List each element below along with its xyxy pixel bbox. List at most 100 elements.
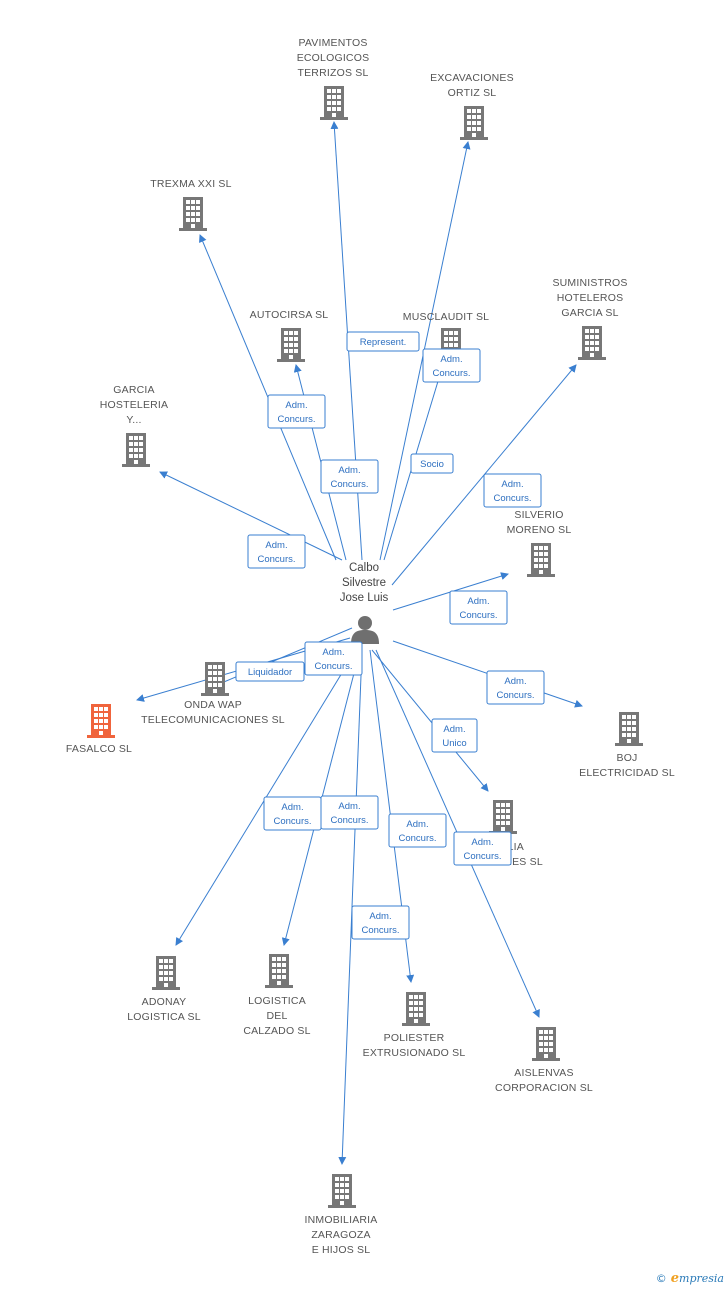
node-autocirsa[interactable]: AUTOCIRSA SL [250,309,329,362]
footer-brand[interactable]: ©empresia [656,1271,724,1286]
node-label-inmobiliaria-line: INMOBILIARIA [305,1214,378,1226]
node-label-pavimentos-line: ECOLOGICOS [297,52,370,64]
building-icon[interactable] [265,954,293,988]
building-icon[interactable] [152,956,180,990]
node-fasalco[interactable]: FASALCO SL [66,704,132,755]
building-icon[interactable] [320,86,348,120]
node-label-ondawap-line: TELECOMUNICACIONES SL [141,714,285,726]
edge-label-garcia[interactable]: Adm.Concurs. [247,534,306,569]
edge-role-text: Adm.Unico [442,724,466,749]
edge-label-inmobiliaria[interactable]: Adm.Concurs. [351,905,410,940]
edge-role-text: Adm.Concurs. [361,911,399,936]
person-icon[interactable] [351,616,379,644]
edge-label-pavimentos[interactable]: Represent. [346,331,420,352]
node-label-ondawap[interactable]: ONDA WAP TELECOMUNICACIONES SL [141,699,285,726]
edge-label-aislenvas[interactable]: Adm.Concurs. [453,831,512,866]
edge-label-exalia[interactable]: Adm.Unico [431,718,478,753]
edge-label-excavaciones[interactable]: Adm.Concurs. [422,348,481,383]
node-ondawap[interactable]: ONDA WAP TELECOMUNICACIONES SL [141,662,285,726]
node-label-inmobiliaria-line: E HIJOS SL [312,1244,371,1256]
building-icon[interactable] [527,543,555,577]
edge-role-line: Adm. [406,819,428,830]
edge-label-fasalco[interactable]: Liquidador [235,661,305,682]
edge-role-line: Adm. [338,465,360,476]
node-silverio[interactable]: SILVERIO MORENO SL [507,509,572,577]
brand-name: mpresia [679,1272,724,1285]
edge-label-adonay[interactable]: Adm.Concurs. [263,796,322,831]
edge-label-poliester[interactable]: Adm. Concurs. [388,813,447,848]
building-icon[interactable] [87,704,115,738]
edge-role-text: Adm.Concurs. [496,676,534,701]
node-label-logistica-line: CALZADO SL [243,1025,310,1037]
edge-label-autocirsa[interactable]: Adm.Concurs. [320,459,379,494]
edge-label-silverio[interactable]: Adm.Concurs. [449,590,508,625]
node-label-silverio[interactable]: SILVERIO MORENO SL [507,509,572,536]
building-icon[interactable] [578,326,606,360]
node-musclaudit[interactable]: MUSCLAUDIT SL [403,311,489,362]
node-label-autocirsa[interactable]: AUTOCIRSA SL [250,309,329,321]
edge-role-line: Adm. [501,479,523,490]
edge-role-text: Adm.Concurs. [493,479,531,504]
node-label-trexma[interactable]: TREXMA XXI SL [150,178,231,190]
edge-label-trexma[interactable]: Adm.Concurs. [267,394,326,429]
building-icon[interactable] [489,800,517,834]
edge-role-line: Liquidador [248,667,292,678]
edge-role-line: Concurs. [432,368,470,379]
building-icon[interactable] [201,662,229,696]
building-icon[interactable] [615,712,643,746]
building-icon[interactable] [532,1027,560,1061]
node-label-garcia-line: GARCIA [113,384,154,396]
edge-label-box [410,453,454,474]
building-icon[interactable] [402,992,430,1026]
edge-label-ondawap[interactable]: Adm.Concurs. [304,641,363,676]
edge-label-box [235,661,305,682]
node-label-fasalco[interactable]: FASALCO SL [66,743,132,755]
edge-role-text: Adm. Concurs. [398,819,436,844]
edge-role-text: Adm.Concurs. [459,596,497,621]
node-trexma[interactable]: TREXMA XXI SL [150,178,231,231]
node-label-musclaudit[interactable]: MUSCLAUDIT SL [403,311,489,323]
edge-label-logistica[interactable]: Adm.Concurs. [320,795,379,830]
edge-line-garcia [159,471,343,561]
building-icon[interactable] [122,433,150,467]
building-icon[interactable] [277,328,305,362]
edge-label-suministros[interactable]: Adm.Concurs. [483,473,542,508]
edge-label-box [346,331,420,352]
edge-role-line: Concurs. [398,833,436,844]
node-label-silverio-line: SILVERIO [514,509,563,521]
node-label-silverio-line: MORENO SL [507,524,572,536]
edge-label-boj[interactable]: Adm.Concurs. [486,670,545,705]
node-label-excavaciones-line: ORTIZ SL [448,87,497,99]
building-icon[interactable] [179,197,207,231]
edge-label-musclaudit[interactable]: Socio [410,453,454,474]
center-person-name-line: Jose Luis [340,592,389,604]
building-icon[interactable] [328,1174,356,1208]
edge-line-exalia [371,649,489,792]
building-icon[interactable] [460,106,488,140]
edge-role-line: Concurs. [463,851,501,862]
node-label-ondawap-line: ONDA WAP [184,699,242,711]
